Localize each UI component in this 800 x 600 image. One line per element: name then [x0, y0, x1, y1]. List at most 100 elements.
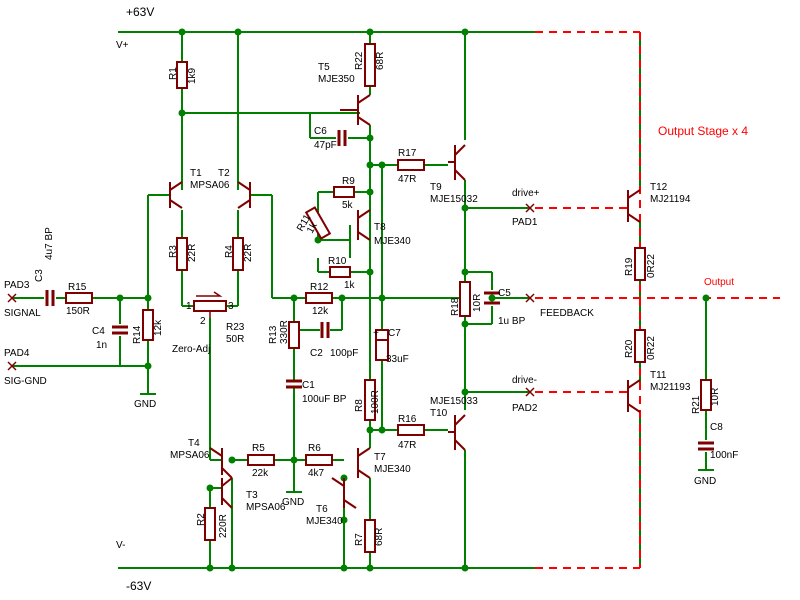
r14-ref: R14	[132, 325, 143, 344]
feedback-label: FEEDBACK	[540, 308, 594, 319]
r21-ref: R21	[691, 395, 702, 414]
c1-value: 100uF BP	[302, 394, 347, 405]
r3-ref: R3	[168, 245, 179, 258]
v-plus-label: V+	[116, 40, 129, 51]
r11-body	[304, 206, 332, 240]
output-stage-dashes	[535, 31, 780, 569]
r10-value: 1k	[344, 280, 356, 291]
r1-ref: R1	[168, 67, 179, 80]
pot-pin-2: 2	[200, 316, 206, 327]
t8-ref: T8	[374, 222, 386, 233]
transistors	[169, 94, 641, 509]
r7-value: 68R	[374, 528, 385, 546]
c4-ref: C4	[92, 326, 105, 337]
c3-ref: C3	[34, 269, 45, 282]
r5-body	[247, 454, 275, 466]
c3-value: 4u7 BP	[44, 227, 55, 260]
c4-value: 1n	[96, 340, 107, 351]
r21-body	[700, 379, 712, 411]
r19-ref: R19	[624, 257, 635, 276]
pot-pin-3: 3	[228, 301, 234, 312]
t1-value: MPSA06	[190, 180, 230, 191]
r22-body	[364, 43, 376, 87]
r19-value: 0R22	[646, 254, 657, 278]
signal-label: SIGNAL	[4, 308, 41, 319]
r8-body	[364, 379, 376, 421]
r22-value: 68R	[375, 52, 386, 70]
c6-ref: C6	[314, 126, 327, 137]
r9-ref: R9	[342, 176, 355, 187]
r23-body	[193, 300, 227, 312]
r14-value: 12k	[153, 319, 164, 336]
t11-ref: T11	[650, 370, 667, 381]
t7-value: MJE340	[374, 464, 411, 475]
r2-value: 220R	[218, 514, 229, 538]
r23-ref: R23	[226, 322, 245, 333]
r6-ref: R6	[308, 443, 321, 454]
r5-value: 22k	[252, 468, 269, 479]
gnd-label-1: GND	[134, 399, 156, 410]
r4-ref: R4	[224, 245, 235, 258]
r9-value: 5k	[342, 200, 354, 211]
r13-ref: R13	[268, 325, 279, 344]
t10-ref: T10	[430, 408, 448, 419]
sig-gnd-label: SIG-GND	[4, 376, 47, 387]
t4-ref: T4	[188, 438, 200, 449]
t9-value: MJE15032	[430, 194, 478, 205]
t3-value: MPSA06	[246, 502, 286, 513]
r13-value: 330R	[279, 320, 290, 344]
rail-positive-label: +63V	[126, 5, 154, 19]
c7-body: +	[373, 328, 389, 361]
r6-value: 4k7	[308, 468, 325, 479]
r16-body	[397, 424, 425, 436]
r22-ref: R22	[354, 51, 365, 70]
r17-body	[397, 159, 425, 171]
r9-body	[333, 186, 355, 198]
svg-text:+: +	[373, 328, 379, 339]
t5-ref: T5	[318, 62, 330, 73]
pad2-label: PAD2	[512, 403, 538, 414]
t6-ref: T6	[316, 504, 328, 515]
t12-ref: T12	[650, 182, 668, 193]
r20-value: 0R22	[646, 336, 657, 360]
c2-ref: C2	[310, 348, 323, 359]
pad-crosses	[7, 203, 535, 397]
r15-ref: R15	[68, 282, 87, 293]
r21-value: 10R	[710, 388, 721, 406]
c2-value: 100pF	[330, 348, 358, 359]
r6-body	[305, 454, 333, 466]
pot-pin-1: 1	[186, 301, 192, 312]
r20-ref: R20	[624, 339, 635, 358]
r23-wiper	[196, 291, 223, 318]
r2-body	[204, 507, 216, 541]
t6-value: MJE340	[306, 516, 343, 527]
r16-value: 47R	[398, 440, 416, 451]
r8-ref: R8	[354, 399, 365, 412]
r18-body	[459, 281, 471, 317]
r12-value: 12k	[312, 306, 329, 317]
r18-ref: R18	[450, 297, 461, 316]
r20-body	[634, 329, 646, 363]
t10-value: MJE15033	[430, 396, 478, 407]
pad4-label: PAD4	[4, 348, 30, 359]
r4-value: 22R	[243, 244, 254, 262]
pad1-label: PAD1	[512, 217, 538, 228]
r12-body	[305, 292, 333, 304]
labels: +63V -63V V+ V- Output Stage x 4 Output …	[4, 5, 748, 593]
r3-body	[176, 237, 188, 271]
capacitors	[45, 130, 714, 451]
rail-negative-label: -63V	[126, 579, 151, 593]
r5-ref: R5	[252, 443, 265, 454]
t1-ref: T1	[190, 168, 202, 179]
t8-value: MJE340	[374, 236, 411, 247]
t9-ref: T9	[430, 182, 442, 193]
r13-body	[288, 321, 300, 349]
t12-value: MJ21194	[650, 194, 691, 205]
r3-value: 22R	[187, 244, 198, 262]
r23-value: 50R	[226, 334, 244, 345]
v-minus-label: V-	[116, 540, 125, 551]
r8-value: 100R	[370, 390, 381, 414]
t3-ref: T3	[246, 490, 258, 501]
r18-value: 10R	[472, 294, 483, 312]
